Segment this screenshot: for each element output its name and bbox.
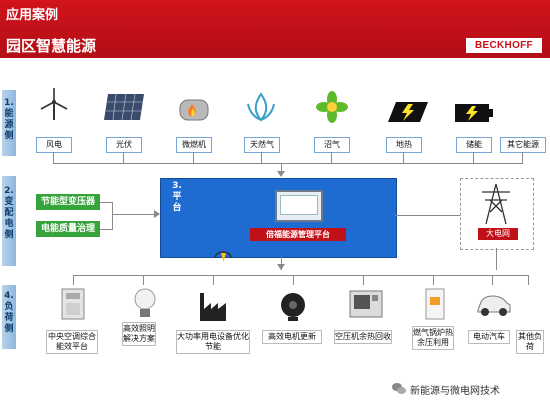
wind-turbine-icon <box>40 88 68 120</box>
wechat-icon <box>392 383 406 394</box>
section-load-side: 4. 负 荷 侧 <box>2 285 16 349</box>
source-label-micro-turbine: 微燃机 <box>176 137 212 153</box>
monitor-icon <box>275 190 323 222</box>
connector <box>403 152 404 163</box>
load-label-heavy-equipment: 大功率用电设备优化节能 <box>176 330 250 354</box>
source-label-biogas: 沼气 <box>314 137 350 153</box>
connector <box>193 152 194 163</box>
section-load-side-label: 4. 负 荷 侧 <box>4 291 14 334</box>
source-label-solar: 光伏 <box>106 137 142 153</box>
connector <box>261 152 262 163</box>
source-label-wind: 风电 <box>36 137 72 153</box>
platform-number-label: 3. 平 台 <box>172 181 182 213</box>
brand-logo: BECKHOFF <box>466 38 542 53</box>
right-arrow-icon <box>154 210 160 218</box>
connector <box>281 257 282 270</box>
connector <box>112 202 113 230</box>
natural-gas-icon <box>247 92 275 122</box>
factory-icon <box>200 293 226 321</box>
load-bus-line <box>73 275 528 276</box>
connector <box>112 214 156 215</box>
solar-panel-icon <box>104 93 144 121</box>
load-label-ev: 电动汽车 <box>468 330 510 344</box>
hvac-unit-icon <box>61 288 85 320</box>
source-label-storage: 储能 <box>456 137 492 153</box>
air-compressor-icon <box>349 290 383 318</box>
source-label-geothermal: 地热 <box>386 137 422 153</box>
connector <box>281 163 282 172</box>
battery-icon <box>455 104 493 122</box>
lightbulb-icon <box>134 288 156 317</box>
source-bus-line <box>53 163 523 164</box>
connector <box>528 275 529 285</box>
sync-arrows-icon <box>214 251 232 262</box>
load-label-compressor: 空压机余热回收 <box>334 330 392 344</box>
section-distribution-side-label: 2. 变 配 电 侧 <box>4 186 14 240</box>
load-label-lighting: 高效照明解决方案 <box>122 322 156 346</box>
section-energy-side: 1. 能 源 侧 <box>2 90 16 156</box>
connector <box>363 275 364 285</box>
source-label-natural-gas: 天然气 <box>244 137 280 153</box>
connector <box>433 275 434 285</box>
biogas-icon <box>316 91 348 123</box>
geothermal-icon <box>388 102 428 122</box>
header-bar <box>0 0 550 58</box>
electric-car-icon <box>477 295 511 316</box>
load-label-other: 其他负荷 <box>516 330 544 354</box>
down-arrow-icon <box>277 264 285 270</box>
load-label-boiler: 燃气锅炉热余压利用 <box>412 326 454 350</box>
power-tower-icon <box>482 183 510 224</box>
connector <box>73 275 74 285</box>
page-title: 园区智慧能源 <box>6 37 97 55</box>
connector <box>123 152 124 163</box>
footer-watermark: 新能源与微电网技术 <box>410 386 500 397</box>
connector <box>293 275 294 285</box>
connector <box>473 152 474 163</box>
grid-label: 大电网 <box>478 228 518 240</box>
app-title: 应用案例 <box>6 8 59 23</box>
source-label-other: 其它能源 <box>500 137 546 153</box>
section-distribution-side: 2. 变 配 电 侧 <box>2 176 16 266</box>
motor-icon <box>281 293 305 321</box>
down-arrow-icon <box>277 171 285 177</box>
connector <box>496 248 497 270</box>
monitor-screen <box>280 195 318 215</box>
boiler-icon <box>425 288 445 320</box>
grid-panel <box>460 178 534 250</box>
connector <box>213 275 214 285</box>
connector <box>100 229 112 230</box>
transformer-box: 节能型变压器 <box>36 194 100 210</box>
connector <box>331 152 332 163</box>
connector <box>522 152 523 163</box>
power-quality-box: 电能质量治理 <box>36 221 100 237</box>
connector <box>492 275 493 285</box>
connector <box>53 152 54 163</box>
connector <box>143 275 144 285</box>
micro-turbine-icon <box>179 99 209 121</box>
connector <box>100 202 112 203</box>
platform-name: 倍福能源管理平台 <box>250 228 346 241</box>
load-label-hvac: 中央空调综合能效平台 <box>46 330 98 354</box>
load-label-motor: 高效电机更新 <box>262 330 322 344</box>
connector <box>395 215 460 216</box>
section-energy-side-label: 1. 能 源 侧 <box>4 98 14 141</box>
